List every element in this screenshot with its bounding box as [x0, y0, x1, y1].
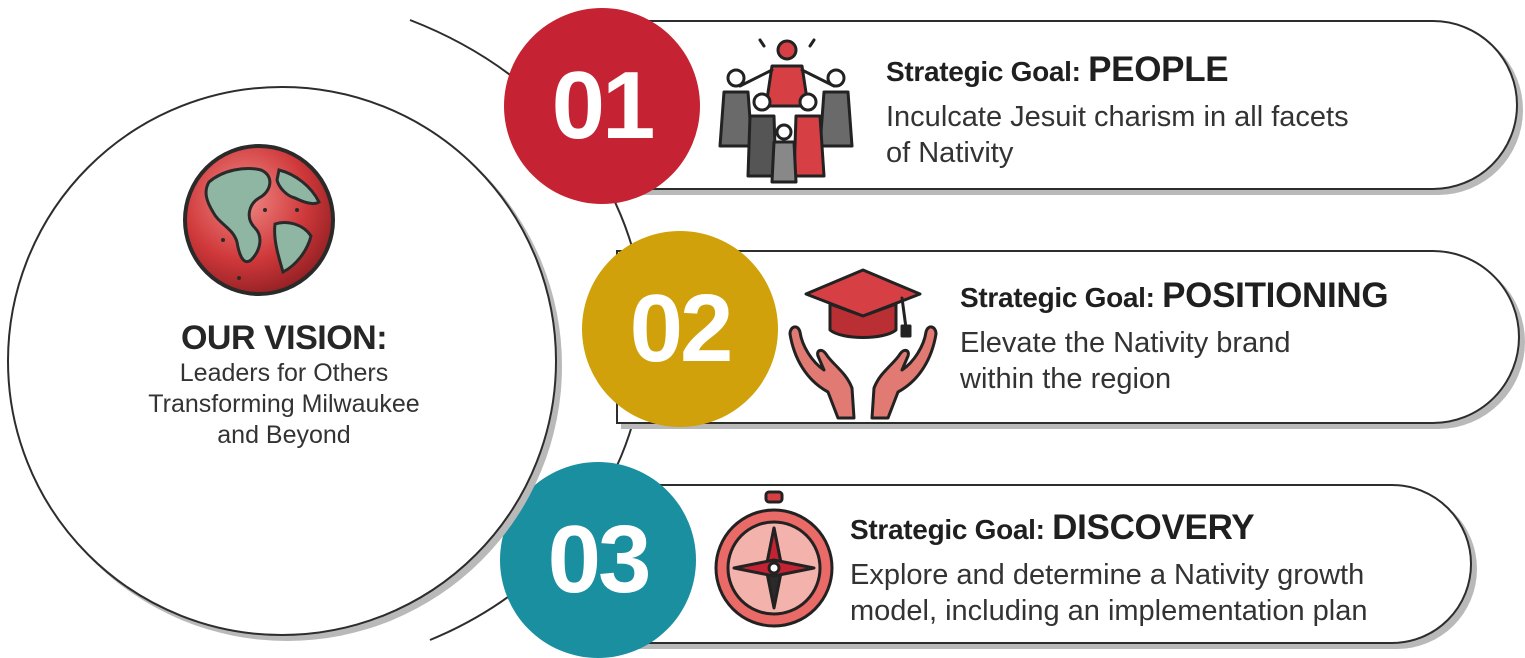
- goal-text-people: Strategic Goal: PEOPLE Inculcate Jesuit …: [886, 48, 1349, 171]
- goal-name: POSITIONING: [1162, 276, 1389, 315]
- vision-line: Leaders for Others: [179, 359, 389, 387]
- goal-prefix: Strategic Goal:: [886, 56, 1089, 87]
- goal-name: PEOPLE: [1088, 50, 1229, 89]
- goal-name: DISCOVERY: [1052, 508, 1255, 547]
- compass-icon: [714, 490, 834, 628]
- goal-heading: Strategic Goal: DISCOVERY: [850, 506, 1367, 557]
- vision-line: and Beyond: [217, 421, 351, 449]
- vision-title: OUR VISION:: [180, 319, 388, 357]
- goal-description: within the region: [960, 363, 1172, 395]
- goal-description: Inculcate Jesuit charism in all facets: [886, 101, 1349, 133]
- goal-description: Explore and determine a Nativity growth: [850, 559, 1365, 591]
- goal-description: model, including an implementation plan: [850, 595, 1368, 627]
- globe-icon: [183, 144, 335, 296]
- people-group-icon: [718, 38, 854, 184]
- goal-number-02: 02: [582, 231, 778, 427]
- goal-number-03: 03: [500, 462, 696, 658]
- goal-text-positioning: Strategic Goal: POSITIONING Elevate the …: [960, 274, 1389, 397]
- goal-prefix: Strategic Goal:: [850, 514, 1053, 545]
- goal-description: of Nativity: [886, 137, 1014, 169]
- graduation-cap-hands-icon: [788, 268, 938, 420]
- goal-text-discovery: Strategic Goal: DISCOVERY Explore and de…: [850, 506, 1367, 629]
- goal-prefix: Strategic Goal:: [960, 282, 1163, 313]
- goal-description: Elevate the Nativity brand: [960, 327, 1291, 359]
- vision-line: Transforming Milwaukee: [148, 390, 420, 418]
- goal-heading: Strategic Goal: PEOPLE: [886, 48, 1349, 99]
- goal-number-01: 01: [504, 8, 700, 204]
- vision-circle: OUR VISION: Leaders for Others Transform…: [7, 86, 557, 636]
- goal-heading: Strategic Goal: POSITIONING: [960, 274, 1389, 325]
